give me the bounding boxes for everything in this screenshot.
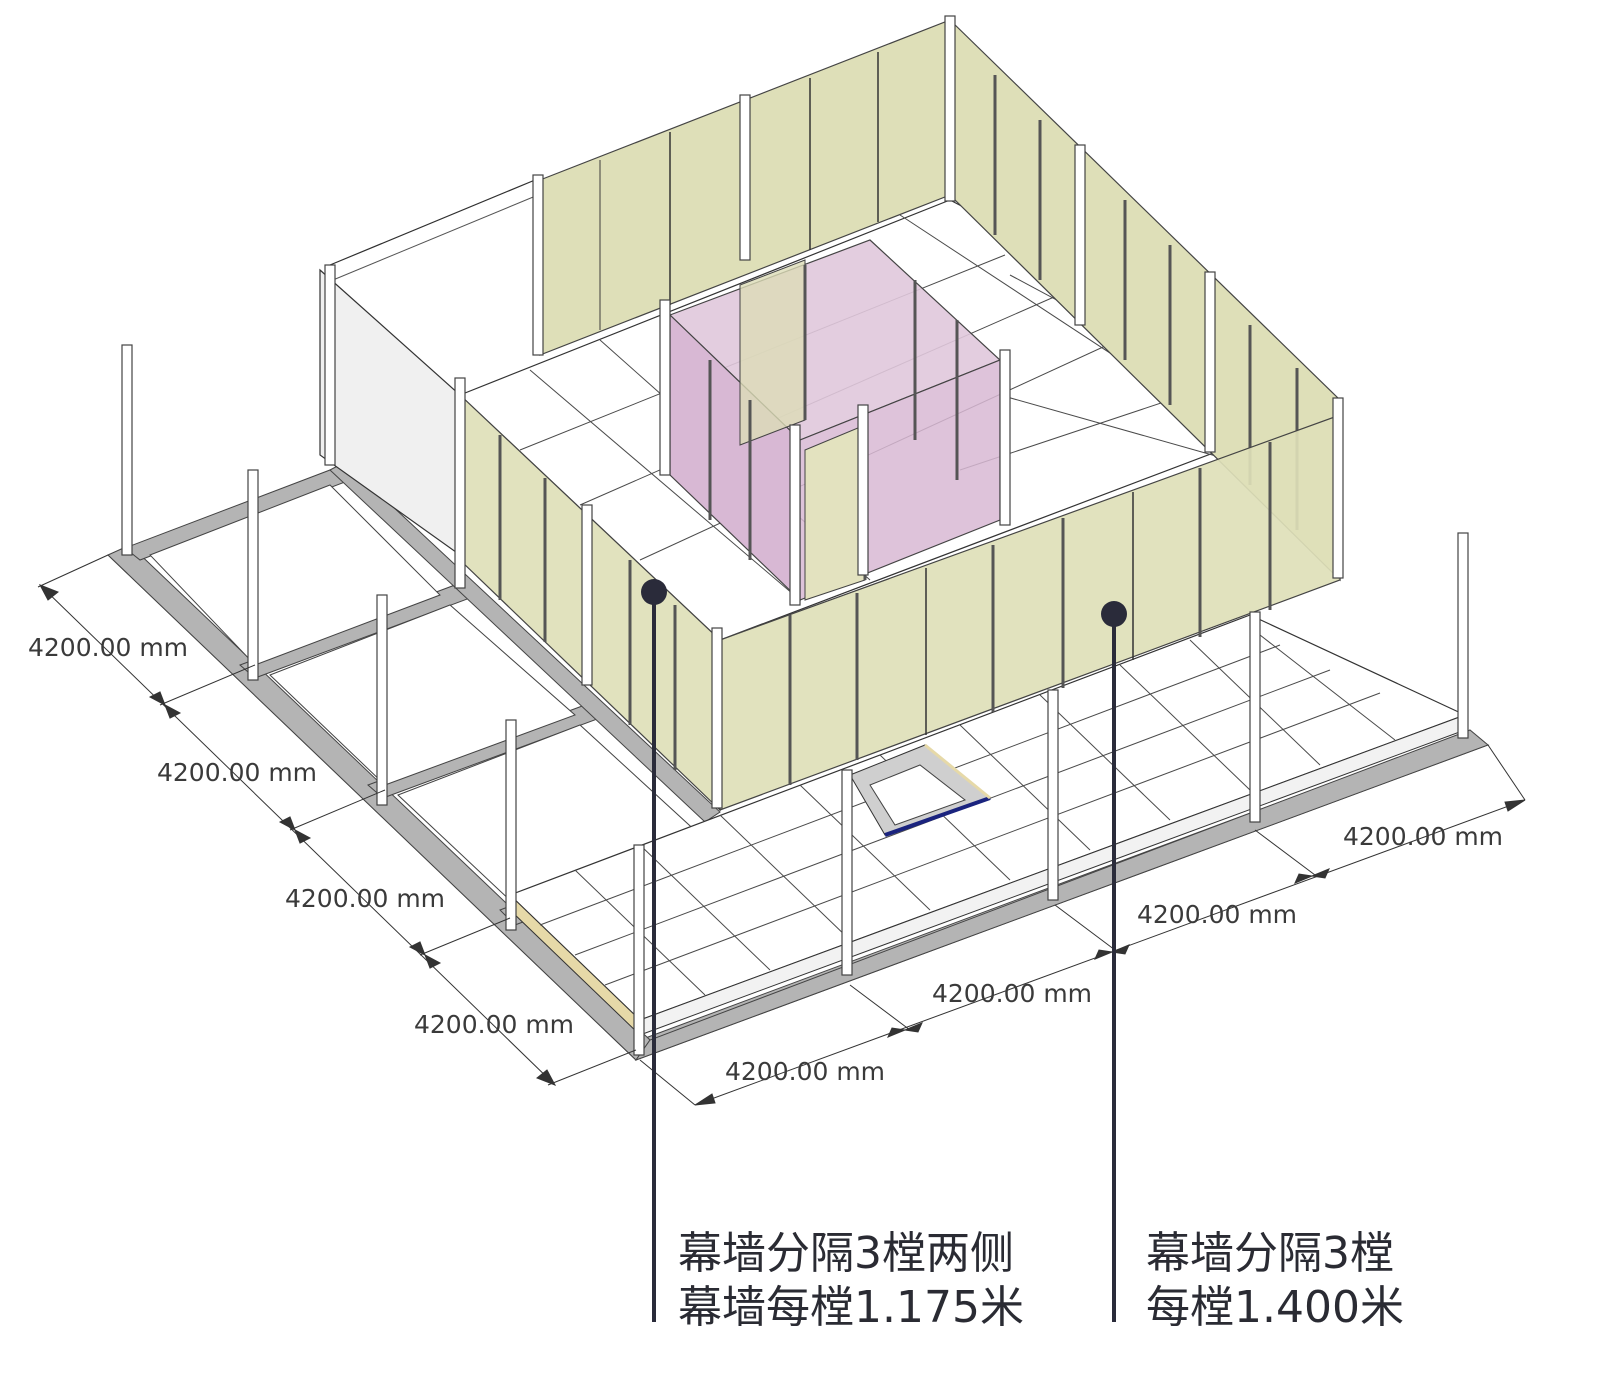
dimension-label: 4200.00 mm	[932, 979, 1092, 1008]
dimension-lines-left	[37, 554, 637, 1086]
dimension-label: 4200.00 mm	[1137, 900, 1297, 929]
inner-glass-box	[668, 239, 1002, 602]
dimension-label: 4200.00 mm	[157, 758, 317, 787]
dimension-label: 4200.00 mm	[725, 1057, 885, 1086]
curtain-wall-front-right	[719, 414, 1341, 811]
callout-text-line2: 每樘1.400米	[1146, 1282, 1404, 1333]
callout-text-line1: 幕墙分隔3樘两侧	[678, 1228, 1014, 1279]
structural-posts	[121, 15, 1469, 1056]
dimension-label: 4200.00 mm	[414, 1010, 574, 1039]
floor-opening	[849, 743, 992, 837]
callout-text-line1: 幕墙分隔3樘	[1146, 1228, 1394, 1279]
callout-left: 幕墙分隔3樘两侧 幕墙每樘1.175米	[641, 579, 1024, 1333]
dimension-labels-left: 4200.00 mm 4200.00 mm 4200.00 mm 4200.00…	[28, 633, 574, 1039]
dimension-label: 4200.00 mm	[285, 884, 445, 913]
dimension-label: 4200.00 mm	[1343, 822, 1503, 851]
dimension-lines-right	[639, 744, 1526, 1106]
callout-right: 幕墙分隔3樘 每樘1.400米	[1101, 601, 1404, 1333]
callout-text-line2: 幕墙每樘1.175米	[678, 1282, 1024, 1333]
dimension-label: 4200.00 mm	[28, 633, 188, 662]
dimension-labels-right: 4200.00 mm 4200.00 mm 4200.00 mm 4200.00…	[725, 822, 1503, 1086]
